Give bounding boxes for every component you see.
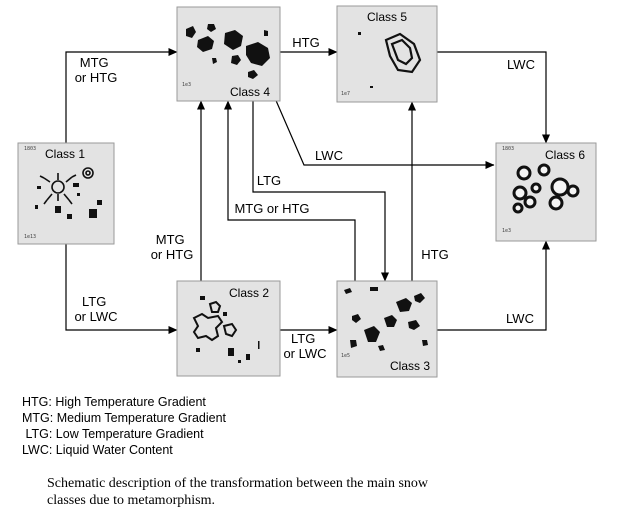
figure-caption: Schematic description of the transformat…: [47, 475, 527, 509]
edge-class4-to-class3: [252, 101, 389, 282]
caption-line-2: classes due to metamorphism.: [47, 493, 215, 508]
class5-tag-bottom: 1e7: [341, 91, 350, 97]
class4-crystals-image: [186, 24, 270, 79]
class3-label: Class 3: [390, 359, 430, 373]
class5-grains: [358, 32, 373, 88]
edge-label-class4-class3: LTG: [257, 173, 281, 188]
caption-line-1: Schematic description of the transformat…: [47, 476, 429, 491]
edge-label-class3-class6: LWC: [506, 311, 534, 326]
class2-grains: [196, 296, 260, 363]
edge-class4-to-class6: [270, 88, 495, 169]
legend-item-htg: HTG: High Temperature Gradient: [22, 395, 206, 409]
class1-tag-bottom: 1e13: [24, 234, 36, 240]
edge-label-class3-class5: HTG: [421, 247, 448, 262]
panel-class2: Class 2: [176, 280, 281, 377]
edges: [65, 48, 550, 334]
class2-label: Class 2: [229, 286, 269, 300]
class4-label: Class 4: [230, 85, 270, 99]
edge-label-class1-class2: LTG or LWC: [74, 294, 117, 324]
edge-class1-to-class2: [65, 244, 178, 334]
class3-tag-bottom: 1e5: [341, 353, 350, 359]
edge-label-class1-class4: MTG or HTG: [75, 55, 118, 85]
class4-tag-bottom: 1e3: [182, 82, 191, 88]
panel-class3: Class 3 1e5: [336, 280, 438, 378]
edge-label-class2-class4: MTG or HTG: [151, 232, 194, 262]
panel-class5: Class 5 1e7: [336, 5, 438, 103]
class6-crystals-image: [512, 163, 580, 214]
class1-tag-top: 1803: [24, 146, 36, 152]
edge-class5-to-class6: [437, 51, 550, 144]
class5-label: Class 5: [367, 10, 407, 24]
legend-item-ltg: LTG: Low Temperature Gradient: [22, 427, 204, 441]
edge-label-class2-class3: LTG or LWC: [283, 331, 326, 361]
edge-class3-to-class4: [224, 100, 356, 281]
class1-crystals-image: [39, 167, 94, 205]
panel-class1: Class 1 1803 1e13: [17, 142, 115, 245]
edge-label-class4-class6: LWC: [315, 148, 343, 163]
class5-crystals-image: [384, 32, 422, 74]
panel-class6: Class 6 1803 1e3: [495, 142, 597, 242]
edge-label-class4-class5: HTG: [292, 35, 319, 50]
edge-class1-to-class4: [65, 48, 178, 143]
edge-class3-to-class6: [436, 240, 550, 331]
class6-label: Class 6: [545, 148, 585, 162]
panel-class4: Class 4 1e3: [176, 6, 281, 102]
legend-item-mtg: MTG: Medium Temperature Gradient: [22, 411, 227, 425]
class2-crystals-image: [192, 300, 238, 342]
legend-item-lwc: LWC: Liquid Water Content: [22, 443, 173, 457]
class6-tag-bottom: 1e3: [502, 228, 511, 234]
edge-label-class3-class4: MTG or HTG: [234, 201, 309, 216]
class3-crystals-image: [344, 287, 428, 351]
class1-grains: [35, 183, 102, 219]
edge-label-class5-class6: LWC: [507, 57, 535, 72]
class1-label: Class 1: [45, 147, 85, 161]
edge-labels: MTG or HTG LTG or LWC HTG LWC LWC LTG MT…: [74, 35, 535, 361]
abbreviation-legend: HTG: High Temperature Gradient MTG: Medi…: [22, 394, 226, 458]
class6-tag-top: 1803: [502, 146, 514, 152]
